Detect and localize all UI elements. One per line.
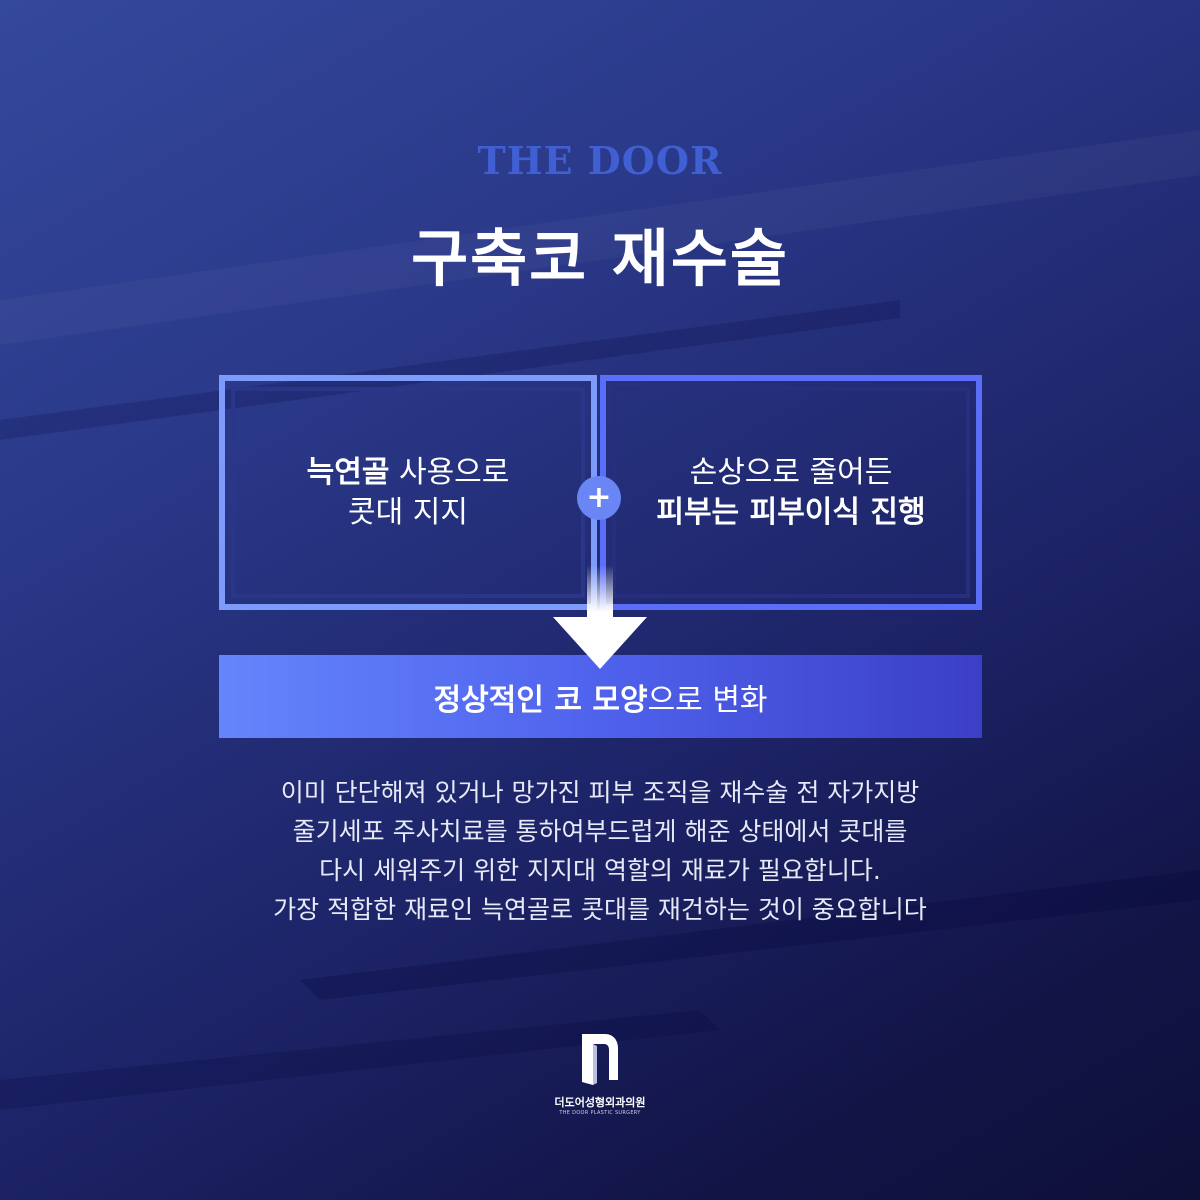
rib-cartilage-text: 늑연골 사용으로 콧대 지지 xyxy=(307,453,510,533)
description: 이미 단단해져 있거나 망가진 피부 조직을 재수술 전 자가지방 줄기세포 주… xyxy=(0,773,1200,929)
result-rest: 으로 변화 xyxy=(647,682,768,718)
down-arrow-icon xyxy=(553,565,647,669)
description-line-4: 가장 적합한 재료인 늑연골로 콧대를 재건하는 것이 중요합니다 xyxy=(273,895,927,924)
page-title: 구축코 재수술 xyxy=(411,222,789,295)
skin-graft-box: 손상으로 줄어든 피부는 피부이식 진행 xyxy=(600,375,982,610)
logo-name-english: THE DOOR PLASTIC SURGERY xyxy=(559,1110,641,1116)
plus-icon: + xyxy=(577,476,621,520)
result-bold: 정상적인 코 모양 xyxy=(433,682,648,718)
logo-name-korean: 더도어성형외과의원 xyxy=(554,1096,646,1109)
description-line-2: 줄기세포 주사치료를 통하여부드럽게 해준 상태에서 콧대를 xyxy=(292,817,908,846)
brand-name: THE DOOR xyxy=(477,138,723,183)
skin-graft-text: 손상으로 줄어든 피부는 피부이식 진행 xyxy=(656,453,925,533)
skin-graft-line2: 피부는 피부이식 진행 xyxy=(656,494,926,530)
rib-cartilage-line2: 콧대 지지 xyxy=(348,494,468,530)
skin-graft-line1: 손상으로 줄어든 xyxy=(689,454,893,490)
rib-cartilage-rest: 사용으로 xyxy=(389,454,510,490)
rib-cartilage-box: 늑연골 사용으로 콧대 지지 xyxy=(219,375,597,610)
door-logo-icon xyxy=(582,1034,618,1085)
description-line-1: 이미 단단해져 있거나 망가진 피부 조직을 재수술 전 자가지방 xyxy=(280,778,920,807)
plus-symbol: + xyxy=(586,480,612,515)
description-line-3: 다시 세워주기 위한 지지대 역할의 재료가 필요합니다. xyxy=(319,856,881,885)
rib-cartilage-bold: 늑연골 xyxy=(306,454,390,490)
